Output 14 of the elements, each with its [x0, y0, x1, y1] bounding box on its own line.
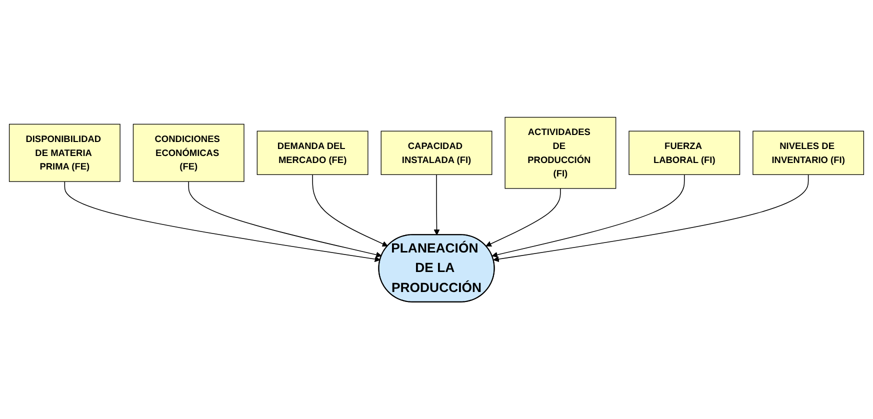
node-box: FUERZA LABORAL (FI): [628, 130, 740, 175]
node-box: CONDICIONES ECONÓMICAS (FE): [132, 124, 244, 182]
node-box: DISPONIBILIDAD DE MATERIA PRIMA (FE): [8, 124, 120, 182]
arrow: [312, 174, 388, 246]
arrow: [188, 181, 382, 258]
node-box: CAPACIDAD INSTALADA (FI): [380, 130, 492, 175]
arrow: [64, 181, 380, 262]
arrow: [492, 174, 685, 258]
arrow: [486, 188, 561, 246]
node-box: NIVELES DE INVENTARIO (FI): [752, 130, 864, 175]
node-box: ACTIVIDADES DE PRODUCCIÓN (FI): [504, 116, 616, 189]
arrow: [434, 174, 440, 236]
node-box: DEMANDA DEL MERCADO (FE): [256, 130, 368, 175]
arrow: [493, 174, 809, 262]
